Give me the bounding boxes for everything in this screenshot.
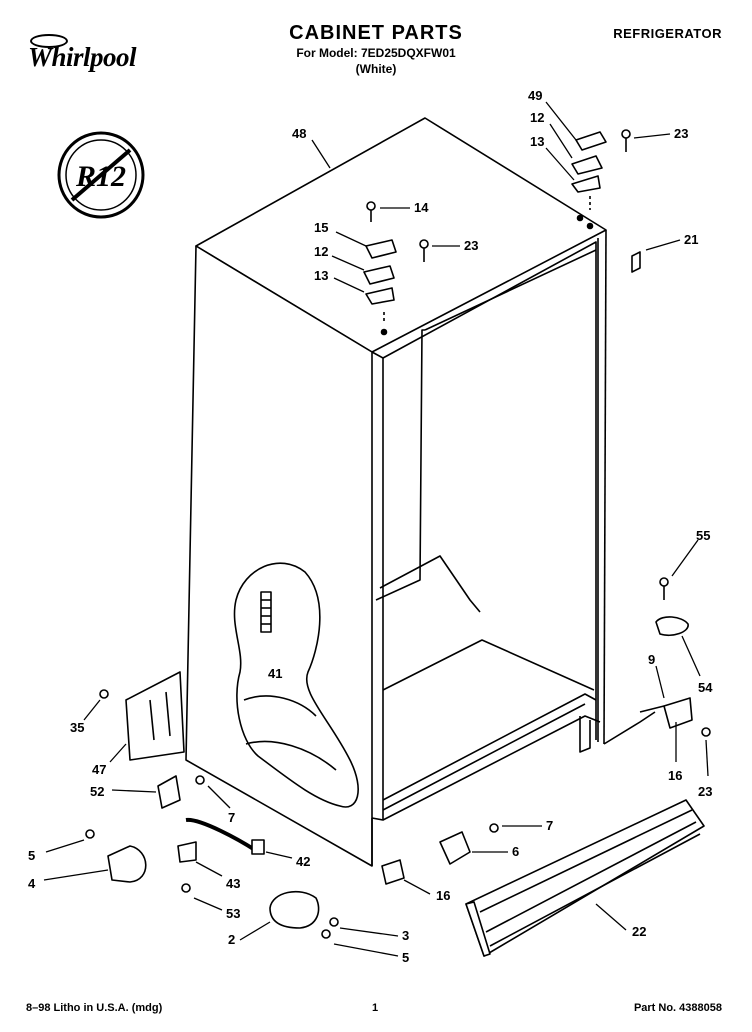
top-left-hinge-assembly	[363, 201, 429, 336]
callout-3: 3	[402, 928, 409, 943]
callout-7b: 7	[546, 818, 553, 833]
part-21-clip	[631, 251, 641, 273]
callout-49: 49	[528, 88, 542, 103]
category-label: REFRIGERATOR	[613, 26, 722, 41]
callout-41: 41	[268, 666, 282, 681]
callout-48: 48	[292, 126, 306, 141]
callout-6: 6	[512, 844, 519, 859]
bottom-center-parts	[269, 823, 499, 939]
brand-logo: Whirlpool	[28, 42, 137, 72]
brand-logo-oval	[30, 34, 68, 48]
footer-page-number: 1	[372, 1002, 379, 1014]
callout-21: 21	[684, 232, 698, 247]
callout-42: 42	[296, 854, 310, 869]
callout-15: 15	[314, 220, 328, 235]
footer-litho: 8–98 Litho in U.S.A. (mdg)	[26, 1002, 163, 1014]
callout-47: 47	[92, 762, 106, 777]
r12-badge-icon: R12	[57, 131, 145, 219]
callout-12b: 12	[314, 244, 328, 259]
callout-13b: 13	[314, 268, 328, 283]
callout-22: 22	[632, 924, 646, 939]
model-line: For Model: 7ED25DQXFW01	[296, 46, 456, 60]
color-line: (White)	[355, 62, 397, 76]
page-title: CABINET PARTS	[289, 22, 463, 44]
r12-badge-text: R12	[75, 160, 126, 193]
toe-grille	[465, 799, 705, 957]
callout-16b: 16	[436, 888, 450, 903]
cabinet-shell	[185, 117, 656, 867]
callout-23b: 23	[464, 238, 478, 253]
callout-13: 13	[530, 134, 544, 149]
callout-4: 4	[28, 876, 36, 891]
callout-55: 55	[696, 528, 710, 543]
callout-5b: 5	[402, 950, 409, 965]
leader-lines	[43, 101, 709, 957]
callout-2: 2	[228, 932, 235, 947]
left-bottom-assembly	[85, 671, 265, 893]
callout-16: 16	[668, 768, 682, 783]
callout-9: 9	[648, 652, 655, 667]
callout-54: 54	[698, 680, 713, 695]
callout-12: 12	[530, 110, 544, 125]
callout-7: 7	[228, 810, 235, 825]
top-right-hinge-assembly	[571, 129, 631, 230]
footer-part-number: Part No. 4388058	[633, 1002, 722, 1014]
right-leveler-assembly	[639, 577, 711, 737]
callout-52: 52	[90, 784, 104, 799]
callout-35: 35	[70, 720, 84, 735]
callout-23: 23	[674, 126, 688, 141]
callout-43: 43	[226, 876, 240, 891]
callout-14: 14	[414, 200, 429, 215]
callout-labels: 48 49 12 13 23 14 15 12 23 13 21 55 54 9…	[28, 88, 713, 965]
callout-5: 5	[28, 848, 35, 863]
callout-23c: 23	[698, 784, 712, 799]
callout-53: 53	[226, 906, 240, 921]
